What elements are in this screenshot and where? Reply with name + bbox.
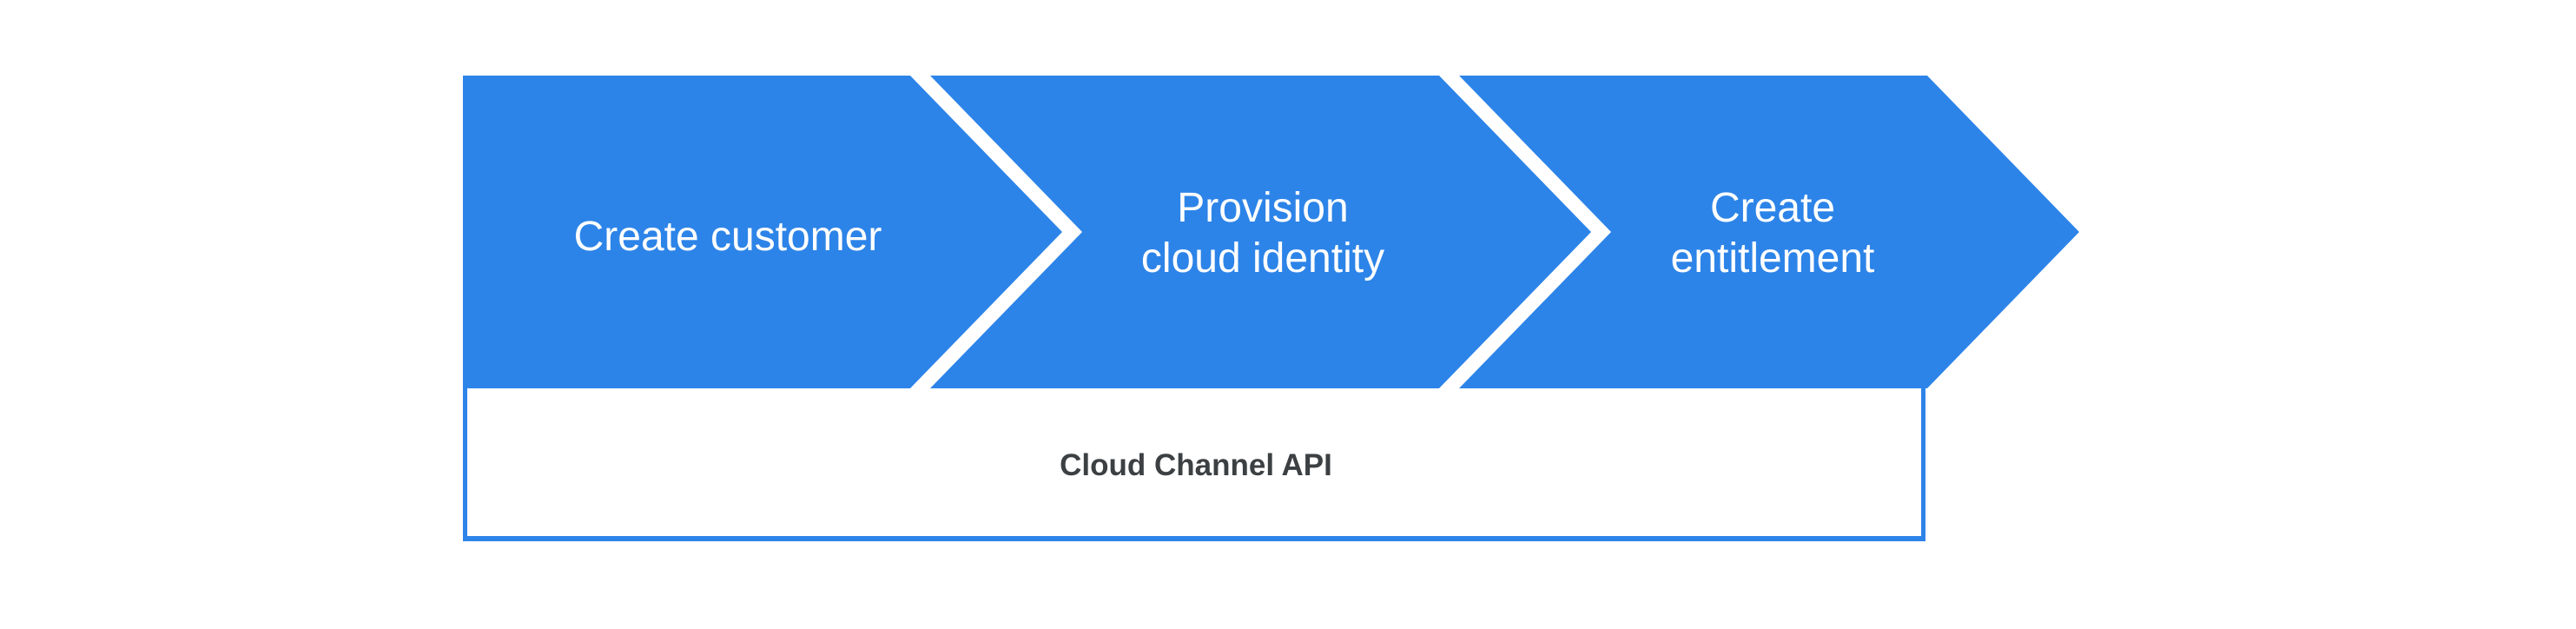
api-box: Cloud Channel API [463,388,1925,541]
chevron-shape-2 [930,76,1591,388]
api-box-border-bottom [463,536,1925,541]
step-3-label-line1: Create [1710,185,1835,231]
chevron-step-provision-cloud-identity: Provision cloud identity [930,76,1591,388]
step-1-label: Create customer [574,214,882,260]
api-box-label: Cloud Channel API [1060,448,1332,482]
api-box-border-left [463,388,467,541]
step-3-label-line2: entitlement [1671,235,1875,281]
chevron-shape-1 [463,76,1062,388]
api-box-border-right [1921,388,1925,541]
step-2-label-line2: cloud identity [1141,235,1384,281]
chevron-step-create-entitlement: Create entitlement [1459,76,2079,388]
api-box-fill [463,388,1925,541]
step-2-label-line1: Provision [1177,185,1348,231]
chevron-shape-3 [1459,76,2079,388]
chevron-step-create-customer: Create customer [463,76,1062,388]
